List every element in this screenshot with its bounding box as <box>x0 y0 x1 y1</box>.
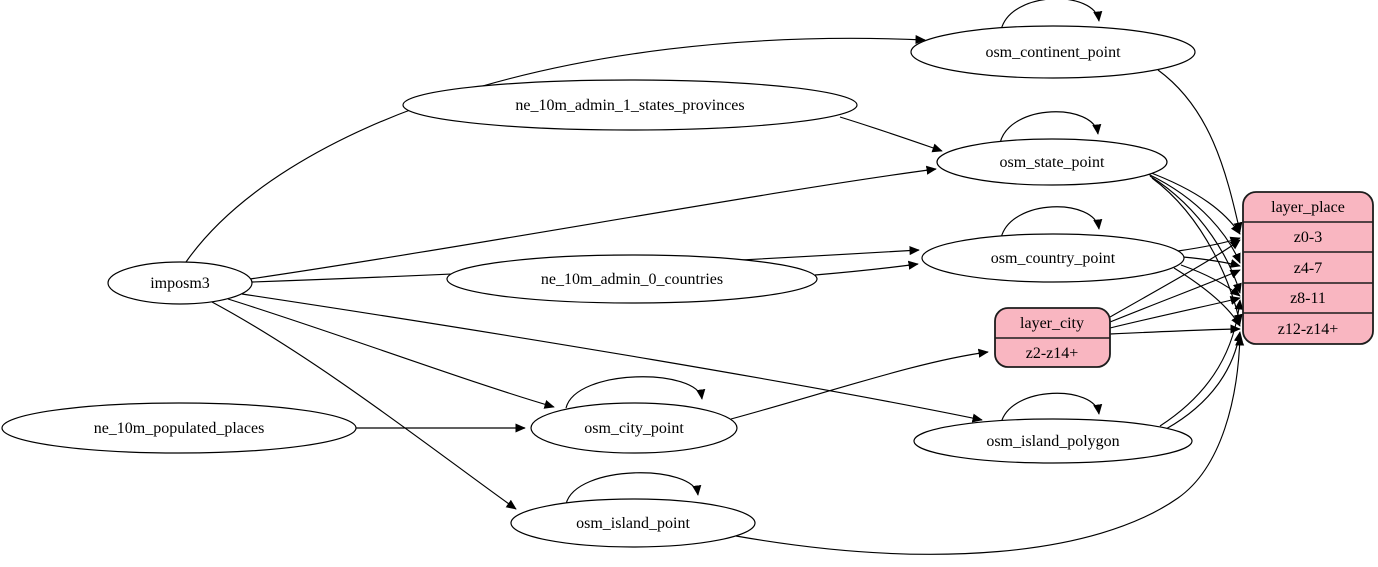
edge-osm_island_polygon-to-layer_place-z8-11 <box>1159 299 1244 427</box>
node-imposm3-shape <box>107 261 253 305</box>
edge-osm_country_point-to-layer_place-z8-11 <box>1180 264 1241 297</box>
edge-layer_city-to-layer_place-z12 <box>1109 324 1241 335</box>
layer_place-row-z8-11: z8-11 <box>1290 290 1326 307</box>
layer_city-title: layer_city <box>1020 315 1084 332</box>
self-loop-osm_continent_point <box>1000 0 1103 31</box>
node-osm_island_point-shape <box>510 498 756 548</box>
edge-imposm3-to-osm_city_point <box>227 298 555 409</box>
edge-osm_country_point-to-layer_place-z4-7 <box>1182 256 1241 268</box>
layer_place-title: layer_place <box>1271 199 1345 216</box>
node-layer_place-shape <box>1242 191 1374 345</box>
edge-imposm3-to-osm_state_point <box>249 165 937 280</box>
edge-imposm3-to-osm_continent_point <box>185 35 926 263</box>
self-loop-osm_country_point <box>1000 206 1103 239</box>
node-osm_state_point-label: osm_state_point <box>1000 154 1105 171</box>
layer_place-row-z12-z14: z12-z14+ <box>1278 321 1339 338</box>
edge-osm_city_point-to-layer_city-z2 <box>730 348 989 420</box>
node-imposm3: imposm3 <box>107 261 253 305</box>
node-ne_10m_admin_1_states_provinces-label: ne_10m_admin_1_states_provinces <box>515 97 744 114</box>
node-ne_10m_admin_0_countries: ne_10m_admin_0_countries <box>446 254 818 304</box>
edge-osm_state_point-to-layer_place-z8-11 <box>1149 175 1242 294</box>
node-imposm3-label: imposm3 <box>150 275 210 292</box>
node-ne_10m_admin_0_countries-shape <box>446 254 818 304</box>
node-osm_island_polygon-label: osm_island_polygon <box>986 433 1119 450</box>
edge-osm_continent_point-to-layer_place-z0-3 <box>1157 69 1243 233</box>
node-ne_10m_admin_0_countries-label: ne_10m_admin_0_countries <box>541 271 723 288</box>
edge-osm_island_point-to-layer_place-z12 <box>735 335 1245 555</box>
node-ne_10m_populated_places-label: ne_10m_populated_places <box>94 420 265 437</box>
self-loop-osm_city_point <box>565 376 706 409</box>
edge-layer_city-to-layer_place-z4-7 <box>1109 269 1241 323</box>
edge-imposm3-to-osm_island_point <box>211 301 517 510</box>
node-osm_island_point: osm_island_point <box>510 498 756 548</box>
self-loop-osm_island_polygon <box>1000 392 1103 424</box>
node-osm_continent_point: osm_continent_point <box>910 25 1196 79</box>
node-ne_10m_populated_places-shape <box>1 402 357 454</box>
edge-osm_state_point-to-layer_place-z4-7 <box>1147 173 1241 264</box>
edge-layer_city-to-layer_place-z0-3 <box>1109 239 1241 318</box>
node-osm_continent_point-label: osm_continent_point <box>985 44 1121 61</box>
node-osm_state_point: osm_state_point <box>936 138 1168 186</box>
node-ne_10m_admin_1_states_provinces-shape <box>402 79 858 131</box>
layer_place-row-z4-7: z4-7 <box>1294 260 1322 277</box>
node-osm_state_point-shape <box>936 138 1168 186</box>
node-osm_island_polygon-shape <box>913 418 1193 464</box>
edge-osm_country_point-to-layer_place-z0-3 <box>1177 236 1241 252</box>
edge-osm_country_point-to-layer_place-z12 <box>1173 267 1241 327</box>
layer_place-row-z0-3: z0-3 <box>1294 229 1322 246</box>
edge-osm_state_point-to-layer_place-z0-3 <box>1145 170 1241 235</box>
node-layer_place: layer_place z0-3 z4-7 z8-11 z12-z14+ <box>1242 191 1374 345</box>
node-osm_country_point: osm_country_point <box>921 233 1185 283</box>
edge-imposm3-to-osm_island_polygon <box>241 293 983 423</box>
edge-ne_10m_admin_1_states_provinces-to-osm_state_point <box>839 116 943 153</box>
node-osm_island_point-label: osm_island_point <box>576 515 690 532</box>
self-loop-osm_state_point <box>999 111 1102 144</box>
edge-group-self-loops <box>565 0 1103 505</box>
node-ne_10m_admin_1_states_provinces: ne_10m_admin_1_states_provinces <box>402 79 858 131</box>
edge-ne_10m_admin_0_countries-to-osm_country_point <box>814 260 919 276</box>
node-osm_country_point-label: osm_country_point <box>991 250 1116 267</box>
edge-group-layers <box>730 69 1245 555</box>
node-osm_city_point-label: osm_city_point <box>584 420 684 437</box>
node-osm_country_point-shape <box>921 233 1185 283</box>
self-loop-osm_island_point <box>565 472 702 505</box>
node-osm_city_point-shape <box>530 402 738 454</box>
node-layer_city: layer_city z2-z14+ <box>994 307 1111 368</box>
node-osm_continent_point-shape <box>910 25 1196 79</box>
node-osm_island_polygon: osm_island_polygon <box>913 418 1193 464</box>
node-ne_10m_populated_places: ne_10m_populated_places <box>1 402 357 454</box>
edge-layer_city-to-layer_place-z8-11 <box>1109 296 1241 329</box>
layer_city-row-z2-z14: z2-z14+ <box>1026 345 1079 362</box>
node-osm_city_point: osm_city_point <box>530 402 738 454</box>
